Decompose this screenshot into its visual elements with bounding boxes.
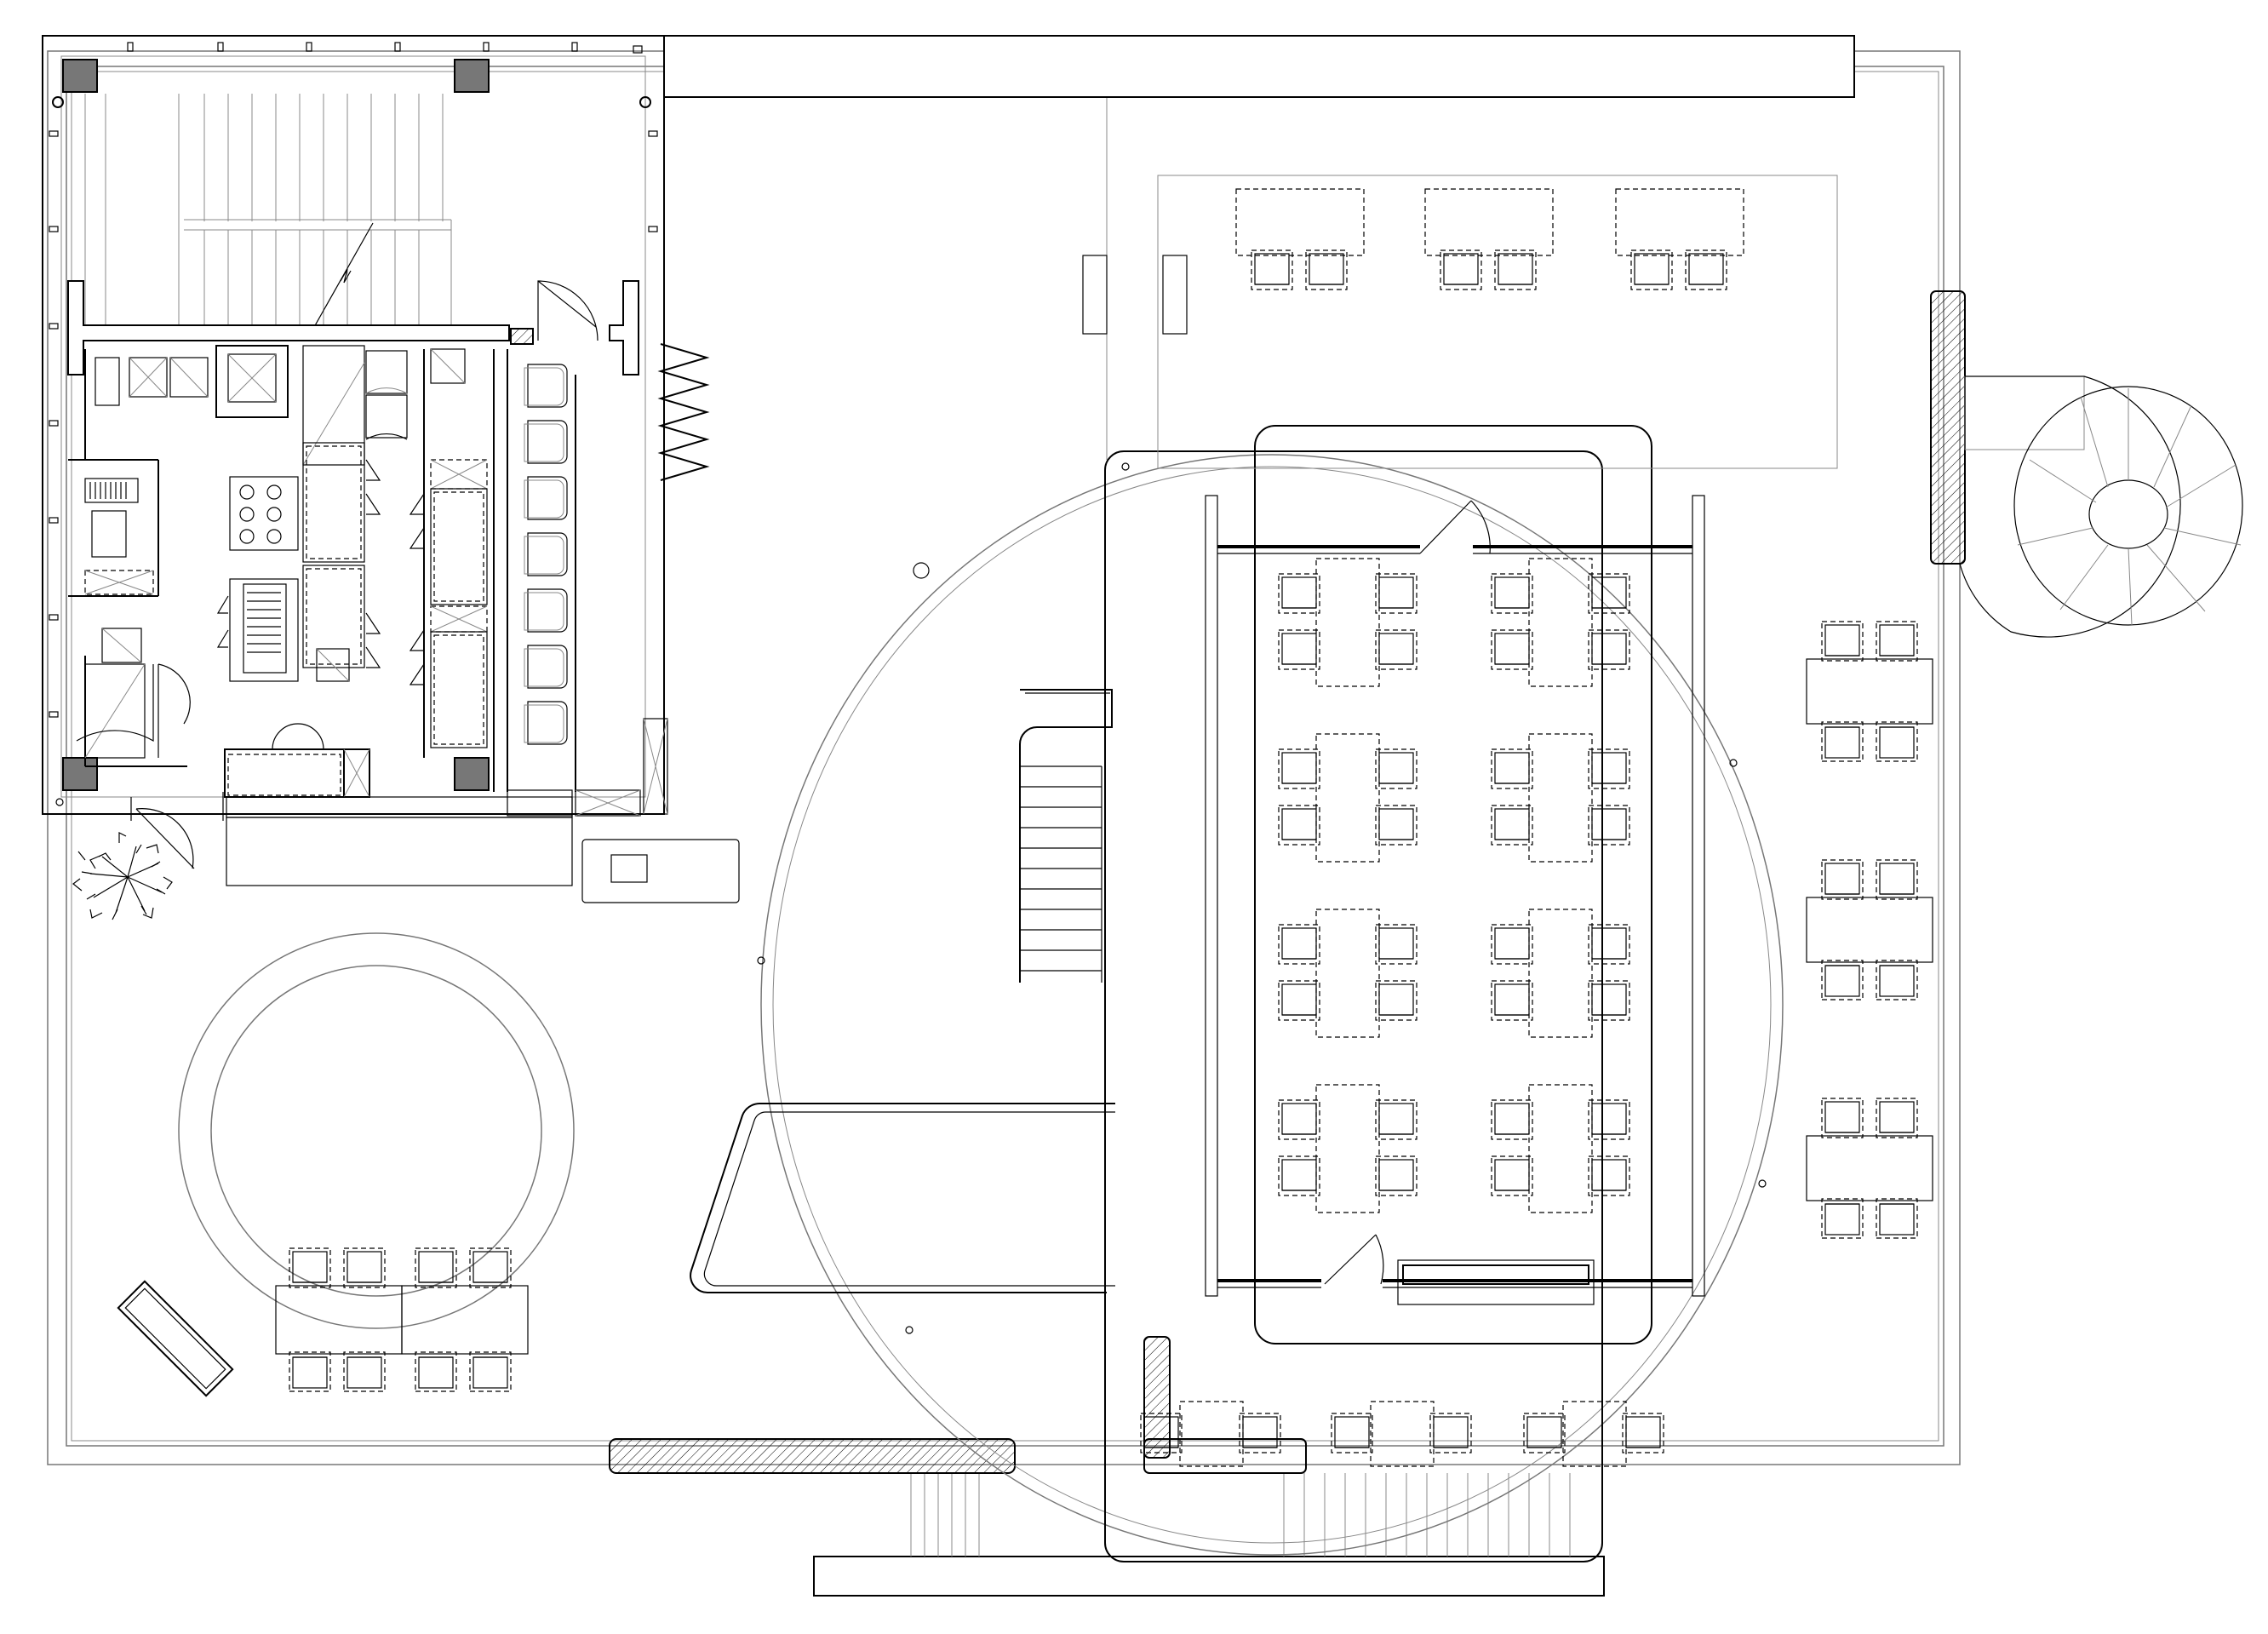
curved-ramp <box>690 1103 1115 1294</box>
bottom-tables <box>1140 1336 1664 1474</box>
hall-tables <box>1278 558 1630 1213</box>
bar-stools <box>524 364 568 745</box>
bar-counter <box>128 792 740 903</box>
bottom-hatched-wall <box>609 1438 1016 1474</box>
zigzag-screen <box>657 343 710 481</box>
top-beam <box>663 35 1855 98</box>
right-edge-tables <box>1806 621 1933 1239</box>
stairs-spiral <box>1930 290 2243 638</box>
top-tables <box>1082 175 1838 469</box>
entrance-steps <box>813 1473 1605 1597</box>
lower-left-tables <box>275 1247 529 1392</box>
main-dining-hall <box>1104 425 1705 1562</box>
angled-bench <box>117 1280 234 1397</box>
kitchen <box>42 35 668 817</box>
stairs-straight <box>1019 689 1113 983</box>
large-circle-outline <box>757 454 1784 1556</box>
circular-planter <box>178 932 575 1329</box>
tree-symbol <box>72 832 173 920</box>
outer-boundary <box>47 50 1961 1465</box>
